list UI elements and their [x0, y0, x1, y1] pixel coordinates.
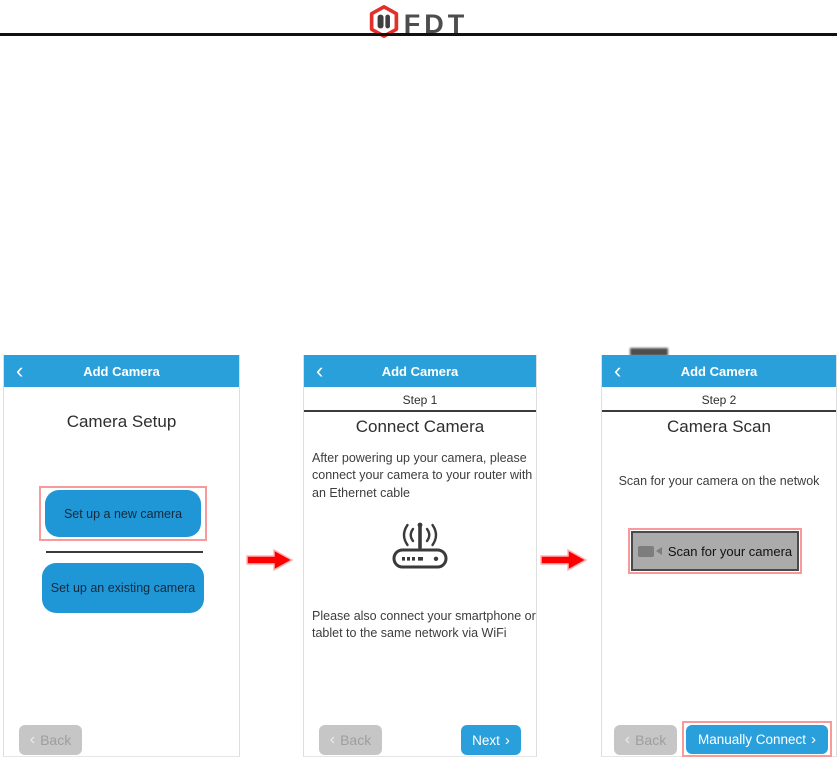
- back-chevron-icon: ‹: [624, 731, 631, 748]
- step-rule: [602, 410, 836, 412]
- crop-artifact: [630, 348, 668, 356]
- button-label: Scan for your camera: [667, 543, 793, 559]
- app-bar-title: Add Camera: [381, 363, 459, 379]
- app-bar-title: Add Camera: [83, 363, 160, 379]
- screen-heading: Camera Setup: [66, 412, 177, 431]
- router-wifi-icon: [304, 517, 536, 573]
- app-bar: ‹ Add Camera: [4, 355, 239, 387]
- screenshot-camera-setup: ‹ Add Camera Camera Setup Set up a new c…: [3, 355, 240, 757]
- step-rule: [304, 410, 536, 412]
- back-button[interactable]: ‹ Back: [319, 725, 382, 755]
- flow-arrow-icon: [245, 547, 295, 578]
- flow-arrow-icon: [539, 547, 589, 578]
- screen-heading: Connect Camera: [355, 417, 485, 436]
- instruction-text: Please also connect your smartphone or t…: [312, 609, 536, 641]
- highlight-box: Manually Connect ›: [682, 721, 832, 757]
- back-button[interactable]: ‹ Back: [614, 725, 677, 755]
- app-bar: ‹ Add Camera: [602, 355, 836, 387]
- next-button[interactable]: Next ›: [461, 725, 521, 755]
- step-label: Step 1: [402, 393, 438, 407]
- instruction-text: Scan for your camera on the netwok: [618, 474, 820, 488]
- app-bar: ‹ Add Camera: [304, 355, 536, 387]
- highlight-box: Scan for your camera: [628, 528, 802, 574]
- video-camera-icon: [637, 545, 662, 557]
- back-button[interactable]: ‹ Back: [19, 725, 82, 755]
- fdt-logo-icon: [369, 5, 399, 43]
- button-label: Set up a new camera: [63, 506, 183, 521]
- back-label: Back: [40, 732, 72, 748]
- back-chevron-icon: ‹: [29, 731, 36, 748]
- back-label: Back: [340, 732, 372, 748]
- highlight-box: Set up a new camera: [39, 486, 207, 541]
- doc-header: FDT: [0, 5, 837, 43]
- back-label: Back: [635, 732, 667, 748]
- back-chevron-icon[interactable]: ‹: [16, 358, 24, 383]
- app-bar-title: Add Camera: [680, 363, 758, 379]
- forward-chevron-icon: ›: [811, 730, 817, 748]
- next-label: Next: [472, 732, 500, 748]
- screen-heading: Camera Scan: [667, 417, 771, 436]
- manually-connect-button[interactable]: Manually Connect ›: [686, 724, 828, 754]
- setup-new-camera-button[interactable]: Set up a new camera: [45, 490, 201, 537]
- back-chevron-icon: ‹: [329, 731, 336, 748]
- scan-camera-button[interactable]: Scan for your camera: [631, 531, 799, 571]
- back-chevron-icon[interactable]: ‹: [316, 358, 324, 383]
- manual-label: Manually Connect: [697, 731, 807, 747]
- header-rule: [0, 33, 837, 36]
- forward-chevron-icon: ›: [504, 731, 510, 749]
- screenshot-connect-camera: ‹ Add Camera Step 1 Connect Camera After…: [303, 355, 537, 757]
- brand-wordmark: FDT: [403, 8, 469, 39]
- button-label: Set up an existing camera: [50, 581, 196, 595]
- instruction-text: After powering up your camera, please co…: [312, 451, 533, 500]
- divider: [46, 551, 203, 553]
- screenshot-camera-scan: ‹ Add Camera Step 2 Camera Scan Scan for…: [601, 348, 837, 757]
- step-label: Step 2: [701, 393, 737, 407]
- setup-existing-camera-button[interactable]: Set up an existing camera: [42, 563, 204, 613]
- back-chevron-icon[interactable]: ‹: [614, 358, 622, 383]
